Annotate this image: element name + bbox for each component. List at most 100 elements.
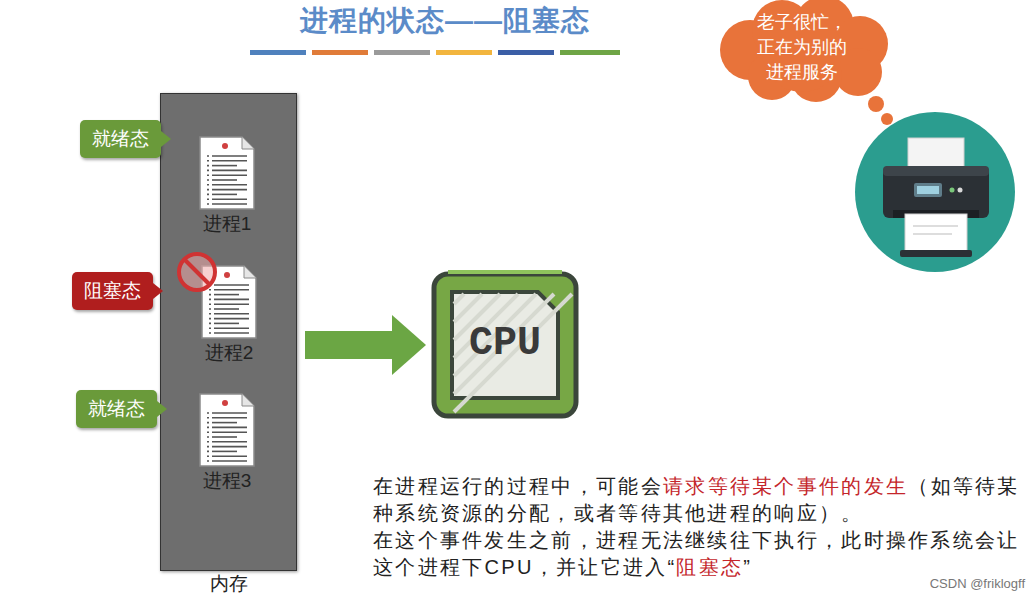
text-line	[212, 189, 247, 191]
bullet	[207, 436, 209, 438]
thought-dot	[868, 96, 884, 112]
bar	[374, 50, 430, 55]
cpu-label: CPU	[452, 320, 558, 368]
thought-text: 老子很忙， 正在为别的 进程服务	[754, 10, 850, 85]
chip-core	[452, 292, 558, 398]
document-icon	[199, 263, 259, 341]
document-icon	[197, 391, 257, 469]
text-line	[212, 446, 247, 448]
state-label: 就绪态	[92, 128, 149, 149]
bullet	[207, 427, 209, 429]
text-line	[212, 165, 237, 167]
explanation-paragraph: 在这个事件发生之前，进程无法继续往下执行，此时操作系统会让这个进程下CPU，并让…	[373, 527, 1033, 581]
text-line	[214, 332, 249, 334]
text-line	[212, 160, 247, 162]
callout-tail	[153, 283, 163, 299]
text-line	[214, 294, 239, 296]
bullet	[209, 308, 211, 310]
text-line	[212, 170, 247, 172]
state-label: 就绪态	[88, 398, 145, 419]
text-line	[212, 431, 247, 433]
printer-panel	[914, 183, 942, 197]
text-line	[212, 436, 237, 438]
printer-body	[883, 166, 989, 218]
process-item: 进程3	[197, 391, 257, 495]
bullet	[209, 303, 211, 305]
text-line	[214, 327, 249, 329]
state-callout: 就绪态	[76, 390, 157, 428]
document-icon	[197, 134, 257, 212]
text-line	[212, 174, 247, 176]
highlight-text: 请求等待某个事件的发生	[663, 475, 908, 497]
printer-led	[950, 188, 955, 193]
bullet	[207, 446, 209, 448]
printer-tray	[900, 250, 972, 257]
text-line	[212, 194, 237, 196]
core-stripe	[454, 294, 464, 304]
bullet	[207, 155, 209, 157]
explanation-paragraph: 在进程运行的过程中，可能会请求等待某个事件的发生（如等待某种系统资源的分配，或者…	[373, 473, 1033, 527]
bar	[312, 50, 368, 55]
highlight-text: 阻塞态	[676, 556, 743, 578]
watermark: CSDN @friklogff	[930, 576, 1025, 591]
text-line	[212, 460, 247, 462]
text-line	[214, 323, 239, 325]
bullet	[207, 189, 209, 191]
body-text: 在进程运行的过程中，可能会	[373, 475, 663, 497]
text-line	[212, 198, 247, 200]
bullet	[207, 170, 209, 172]
chip-frame	[434, 274, 576, 416]
text-line	[212, 427, 247, 429]
bullet	[207, 203, 209, 205]
flow-arrow	[305, 331, 392, 359]
bullet	[207, 460, 209, 462]
page-fold	[244, 266, 256, 278]
page-pin	[222, 143, 228, 149]
text-line	[212, 441, 247, 443]
cpu-chip-box: CPU	[430, 270, 580, 420]
state-callout: 阻塞态	[72, 272, 153, 310]
text-line	[214, 313, 249, 315]
text-line	[212, 203, 247, 205]
bullet	[207, 451, 209, 453]
bar	[436, 50, 492, 55]
memory-band: 内存进程1进程2进程3	[160, 93, 297, 571]
memory-label: 内存	[161, 573, 296, 595]
bullet	[207, 194, 209, 196]
text-line	[212, 412, 247, 414]
bullet	[207, 412, 209, 414]
printer-screen	[917, 186, 939, 194]
text-line	[214, 289, 249, 291]
bullet	[207, 160, 209, 162]
bullet	[209, 332, 211, 334]
printer-disc	[855, 112, 1015, 272]
body-text: ”	[743, 556, 752, 578]
title-underline-bars	[250, 50, 620, 55]
bullet	[207, 422, 209, 424]
bullet	[209, 313, 211, 315]
bullet	[209, 294, 211, 296]
bullet	[209, 323, 211, 325]
bullet	[207, 431, 209, 433]
page	[200, 137, 254, 209]
bullet	[207, 198, 209, 200]
text-line	[212, 155, 247, 157]
printer-led	[958, 188, 963, 193]
bullet	[209, 289, 211, 291]
chip-pins	[448, 270, 562, 274]
bar	[250, 50, 306, 55]
text-line	[212, 422, 237, 424]
text-line	[214, 303, 249, 305]
bullet	[209, 327, 211, 329]
bullet	[207, 417, 209, 419]
bullet	[207, 165, 209, 167]
process-label: 进程1	[177, 212, 277, 236]
text-line	[214, 299, 249, 301]
state-callout: 就绪态	[80, 120, 161, 158]
page	[200, 394, 254, 466]
text-line	[212, 184, 247, 186]
bullet	[207, 179, 209, 181]
page-pin	[224, 272, 230, 278]
state-label: 阻塞态	[84, 280, 141, 301]
text-line	[214, 308, 239, 310]
